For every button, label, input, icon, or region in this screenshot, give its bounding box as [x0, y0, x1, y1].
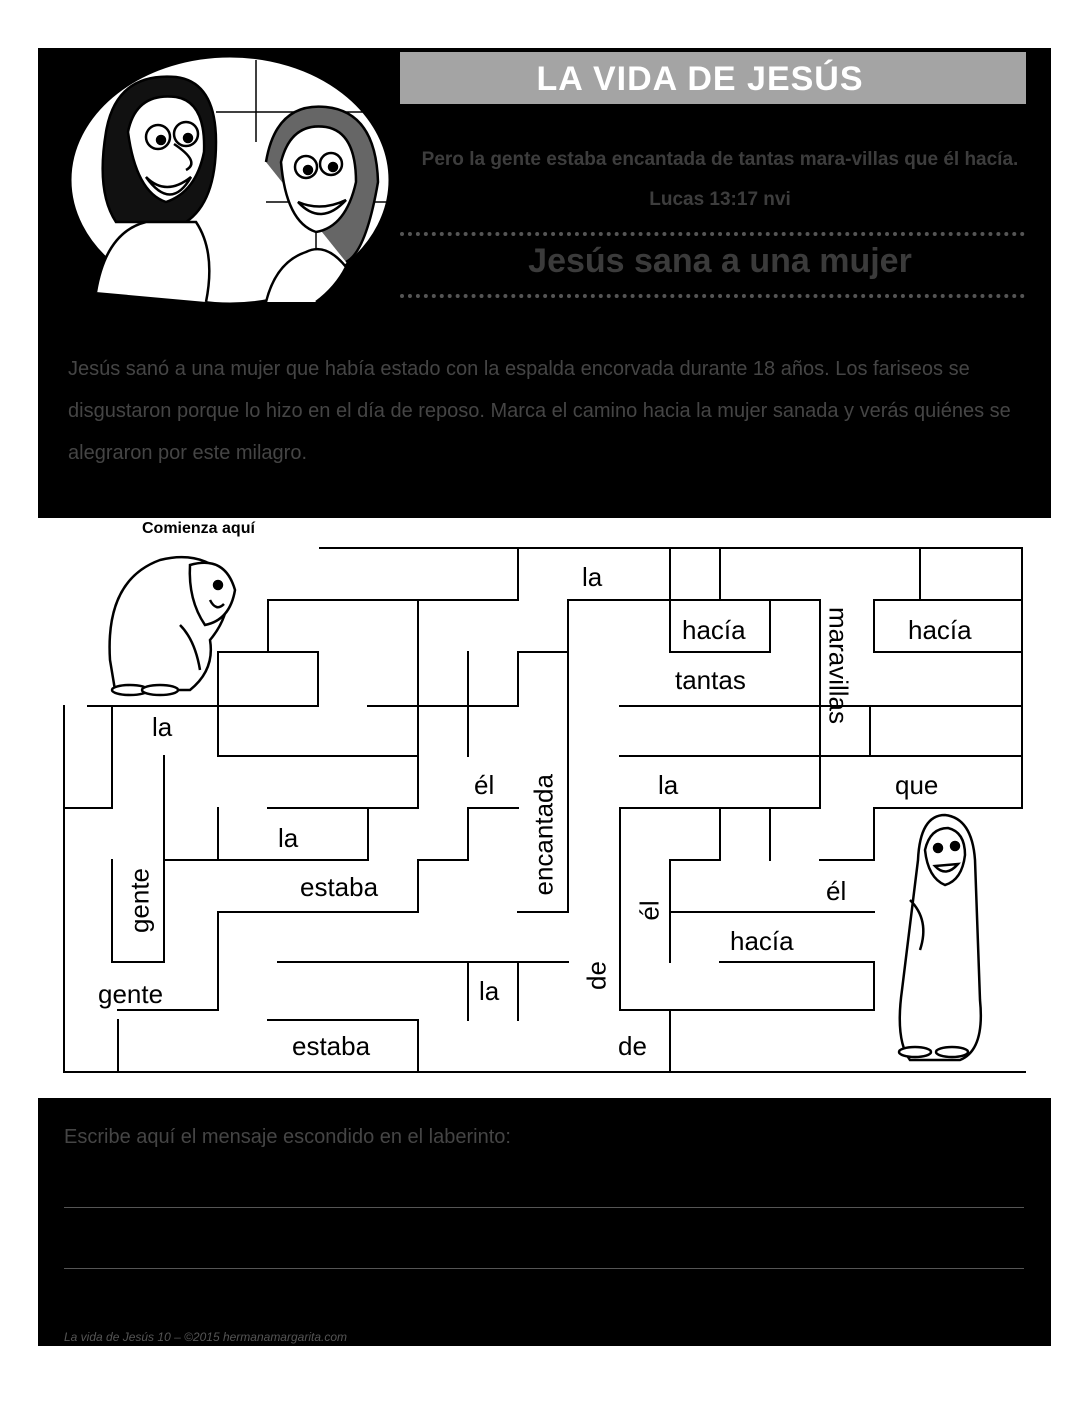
intro-paragraph: Jesús sanó a una mujer que había estado … — [68, 358, 1011, 464]
start-label: Comienza aquí — [142, 520, 255, 537]
title-bar — [400, 52, 1026, 104]
bent-woman-illustration — [108, 555, 237, 697]
maze-word-vertical: maravillas — [823, 606, 854, 725]
maze-word-vertical: de — [581, 961, 612, 990]
credit-footer: La vida de Jesús 10 – ©2015 hermanamarga… — [64, 1330, 348, 1344]
maze-word: él — [474, 770, 495, 800]
maze-word: de — [618, 1031, 647, 1061]
dotted-divider-top — [400, 232, 1025, 236]
maze-word: la — [582, 562, 603, 592]
answer-prompt: Escribe aquí el mensaje escondido en el … — [64, 1126, 511, 1148]
maze-word: la — [658, 770, 679, 800]
answer-line-2[interactable] — [64, 1268, 1024, 1269]
maze-word-vertical: gente — [124, 867, 155, 934]
story-title: Jesús sana a una mujer — [528, 242, 912, 280]
healed-woman-illustration — [897, 813, 982, 1062]
maze-walls — [63, 547, 1026, 1073]
page-title: LA VIDA DE JESÚS — [536, 60, 864, 98]
maze-word: él — [826, 876, 847, 906]
jesus-and-woman-illustration — [68, 54, 392, 306]
maze-word-vertical: él — [634, 900, 665, 921]
footer-panel — [38, 1098, 1051, 1346]
maze-word: la — [278, 823, 299, 853]
dotted-divider-bottom — [400, 294, 1025, 298]
bible-verse: Pero la gente estaba encantada de tantas… — [421, 149, 1019, 210]
maze-word: la — [479, 976, 500, 1006]
maze-word: gente — [98, 979, 164, 1009]
maze-word: hacía — [682, 615, 746, 645]
maze-word: hacía — [908, 615, 972, 645]
answer-line-1[interactable] — [64, 1207, 1024, 1208]
maze-word-vertical: encantada — [528, 774, 559, 896]
maze-word: que — [895, 770, 939, 800]
maze-word: tantas — [675, 665, 746, 695]
maze-word: la — [152, 712, 173, 742]
maze-word: hacía — [730, 926, 794, 956]
maze-word: estaba — [300, 872, 379, 902]
maze-word: estaba — [292, 1031, 371, 1061]
